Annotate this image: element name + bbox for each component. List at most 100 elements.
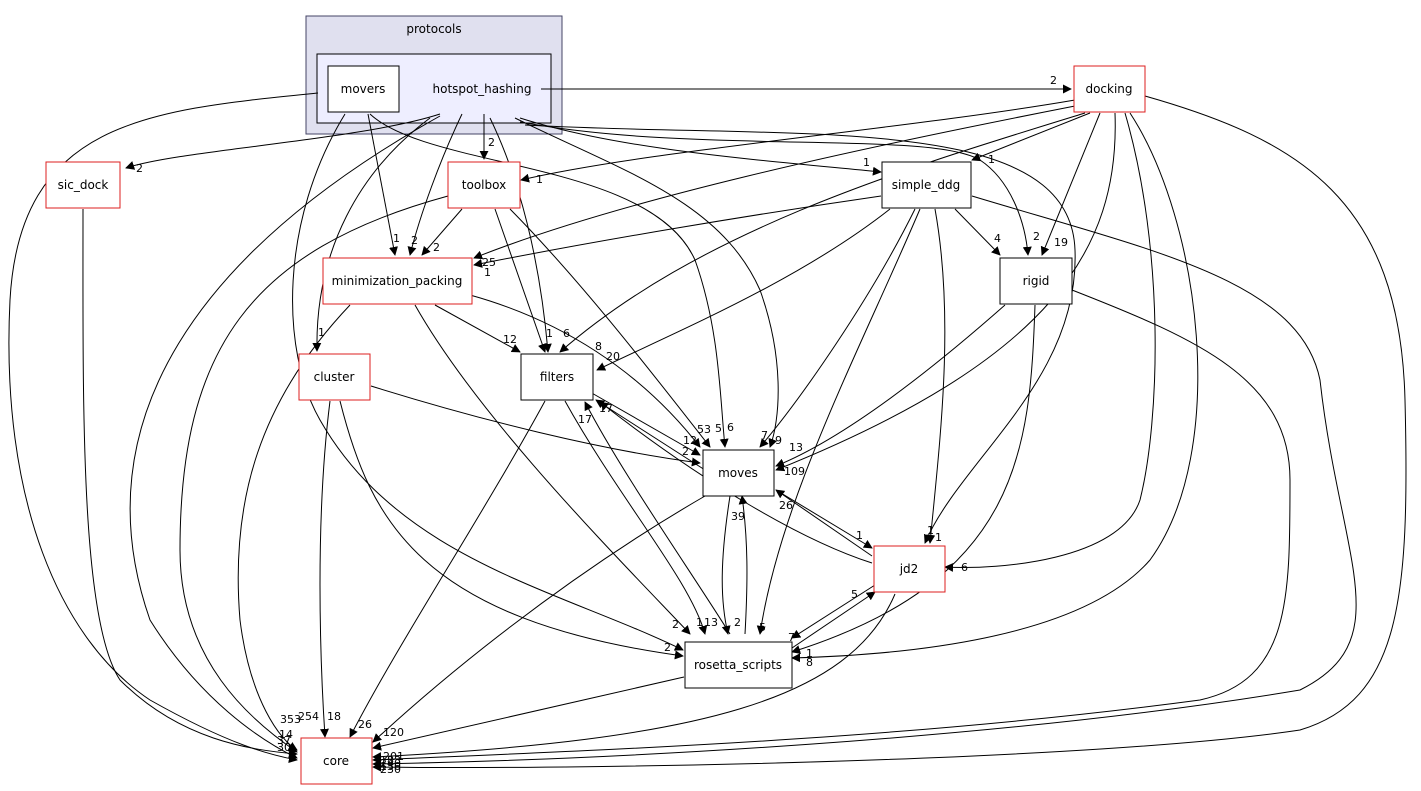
cluster-title: protocols	[406, 22, 461, 36]
edge-cluster-core	[319, 400, 331, 738]
edge-hh-sic_dock	[125, 113, 441, 170]
edge-label: 12	[503, 333, 517, 346]
node-jd2[interactable]: jd2	[873, 545, 946, 593]
nodes: movers docking sic_dock toolbox simple_d…	[45, 65, 1146, 785]
node-rosetta-scripts[interactable]: rosetta_scripts	[684, 641, 793, 689]
edge-docking-filters	[559, 112, 1086, 353]
node-rigid[interactable]: rigid	[999, 257, 1073, 305]
edge-hh-simple_ddg	[519, 117, 882, 176]
edge-label: 2	[1050, 74, 1057, 87]
edge-label: 17	[578, 413, 592, 426]
edge-label: 39	[731, 510, 745, 523]
edge-label: 2	[136, 162, 143, 175]
edge-jd2-filters	[599, 401, 873, 564]
edge-rs-moves	[738, 495, 748, 635]
edge-docking-jd2	[944, 112, 1156, 572]
edge-label: 1	[696, 616, 703, 629]
edge-label: 5	[851, 588, 858, 601]
node-sic-dock[interactable]: sic_dock	[45, 161, 121, 209]
edge-label: 1	[484, 266, 491, 279]
edge-rs-filters	[584, 401, 731, 635]
edge-simple_ddg-jd2	[926, 208, 946, 544]
node-cluster[interactable]: cluster	[298, 353, 371, 401]
node-core[interactable]: core	[300, 737, 373, 785]
edge-label: 130	[380, 760, 401, 773]
edge-docking-core	[372, 95, 1407, 772]
edge-minpack-rs	[414, 304, 691, 635]
edge-label: 1	[988, 153, 995, 166]
edge-label: 230	[380, 763, 401, 776]
node-docking[interactable]: docking	[1073, 65, 1146, 113]
node-label: minimization_packing	[332, 274, 463, 288]
edge-movers-minpack	[367, 113, 398, 256]
edge-label: 1	[856, 529, 863, 542]
edge-docking-rigid	[1040, 112, 1101, 256]
edge-jd2-moves	[775, 489, 873, 557]
edge-hh-minpack	[407, 113, 463, 256]
edge-label: 1	[935, 531, 942, 544]
edge-minpack-filters	[434, 304, 521, 353]
edge-label: 120	[383, 726, 404, 739]
hotspot-hashing-label: hotspot_hashing	[433, 82, 532, 96]
node-label: sic_dock	[58, 178, 109, 192]
edge-label: 353	[280, 713, 301, 726]
edge-moves-core	[372, 495, 706, 743]
edge-simple_ddg-moves	[759, 208, 916, 448]
edge-label: 6	[961, 561, 968, 574]
edge-label: 30	[277, 741, 291, 754]
node-label: simple_ddg	[892, 178, 960, 192]
node-simple-ddg[interactable]: simple_ddg	[881, 161, 972, 209]
node-label: rosetta_scripts	[694, 658, 782, 672]
edge-hh-jd2	[524, 124, 1076, 544]
edge-label: 9	[775, 434, 782, 447]
edge-label: 6	[563, 327, 570, 340]
edge-label: 20	[606, 350, 620, 363]
edge-label: 2	[411, 234, 418, 247]
edge-hh-filters	[489, 117, 552, 353]
edge-label: 19	[1054, 236, 1068, 249]
edge-label: 13	[704, 616, 718, 629]
node-filters[interactable]: filters	[520, 353, 594, 401]
edge-movers-core	[8, 92, 319, 763]
edge-moves-filters	[595, 399, 706, 471]
edge-minpack-moves	[469, 294, 701, 448]
node-label: toolbox	[462, 178, 506, 192]
edge-jd2-core	[372, 593, 896, 762]
edge-simple_ddg-rigid	[954, 208, 1001, 256]
edge-docking-minpack	[473, 105, 1076, 260]
edge-label: 2	[672, 618, 679, 631]
edge-simple_ddg-core	[372, 195, 1357, 769]
edge-label: 53	[697, 423, 711, 436]
edge-docking-rs	[791, 112, 1199, 663]
edge-sic_dock-core	[82, 208, 298, 758]
edge-hh-rigid	[519, 121, 1032, 256]
node-movers[interactable]: movers	[327, 65, 400, 113]
edge-toolbox-filters	[494, 208, 547, 353]
node-label: filters	[540, 370, 574, 384]
edge-toolbox-moves	[509, 208, 711, 448]
edge-label: 13	[789, 441, 803, 454]
edge-label: 6	[727, 421, 734, 434]
edge-movers-rs	[292, 113, 684, 651]
edge-label: 26	[358, 718, 372, 731]
edge-label: 2	[682, 445, 689, 458]
node-minimization-packing[interactable]: minimization_packing	[322, 257, 473, 305]
node-label: docking	[1085, 82, 1132, 96]
node-label: rigid	[1023, 274, 1050, 288]
edge-filters-core	[349, 400, 546, 738]
edge-label: 1	[536, 173, 543, 186]
edge-label: 37	[277, 734, 291, 747]
edge-label: 7	[761, 429, 768, 442]
edge-label: 2	[433, 241, 440, 254]
edge-label: 7	[788, 631, 795, 644]
edge-label: 1	[806, 647, 813, 660]
node-label: core	[323, 754, 349, 768]
edge-rigid-rs	[791, 304, 1036, 654]
edge-cluster-moves	[370, 385, 701, 467]
edge-minpack-core	[237, 304, 351, 751]
edge-docking-toolbox	[520, 99, 1076, 183]
node-label: cluster	[314, 370, 355, 384]
node-moves[interactable]: moves	[702, 449, 775, 497]
node-toolbox[interactable]: toolbox	[447, 161, 521, 209]
